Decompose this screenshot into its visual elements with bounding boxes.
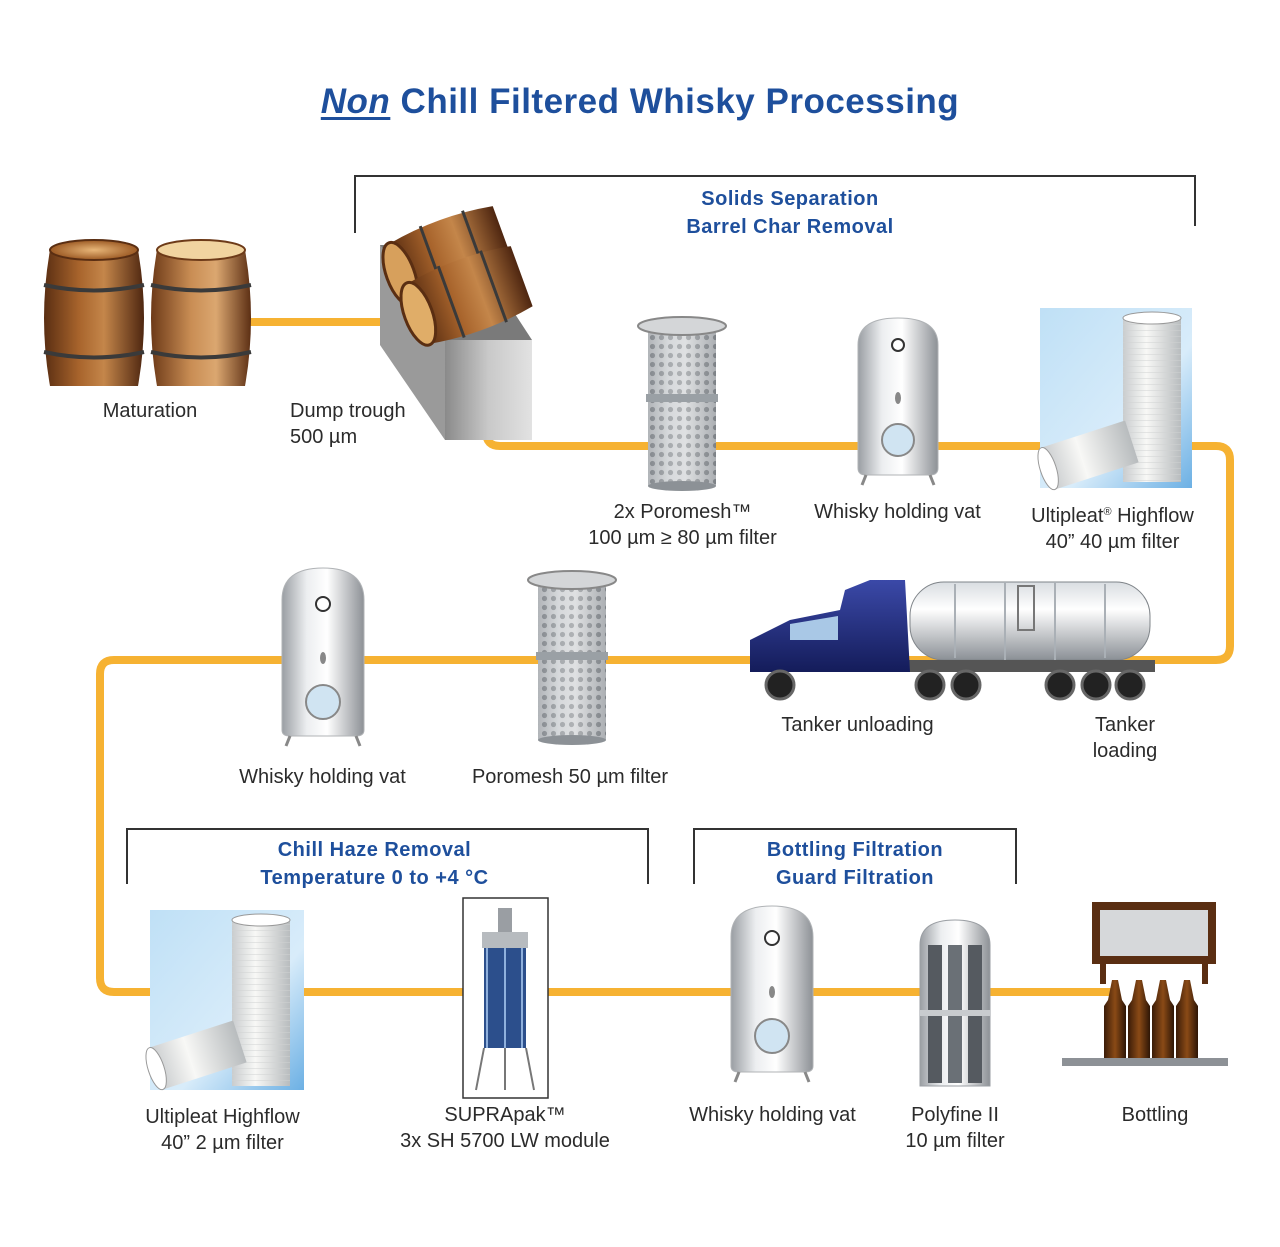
label-vat-3: Whisky holding vat [675,1102,870,1128]
label-polyfine: Polyfine II 10 µm filter [890,1102,1020,1154]
suprapak-text: SUPRApak™ [444,1104,566,1126]
dump-trough-text: Dump trough [290,400,406,422]
mesh-filter-icon-1 [637,316,727,491]
suprapak-module: 3x SH 5700 LW module [400,1130,610,1152]
title-rest: Chill Filtered Whisky Processing [390,82,960,121]
section-bottling-line1: Bottling Filtration [766,839,944,861]
mesh-filter-icon-2 [527,570,617,745]
polyfine-text: Polyfine II [911,1104,999,1126]
vat-2-text: Whisky holding vat [239,766,406,788]
polyfine-rating: 10 µm filter [905,1130,1005,1152]
section-solids-line1: Solids Separation [701,188,879,210]
poromesh-50-text: Poromesh 50 µm filter [471,766,669,788]
vat-3-text: Whisky holding vat [689,1104,856,1126]
pleated-filter-icon-2 [145,910,304,1091]
ultipleat-40-suffix: Highflow [1111,505,1194,527]
section-chill: Chill Haze Removal Temperature 0 to +4 °… [187,836,562,892]
dump-trough-icon [380,206,533,440]
registered-mark: ® [1103,506,1112,518]
label-ultipleat-2: Ultipleat Highflow 40” 2 µm filter [130,1104,315,1156]
ultipleat-2-rating: 40” 2 µm filter [161,1132,284,1154]
bracket-chill [126,828,649,884]
ultipleat-40-name: Ultipleat [1031,505,1104,527]
label-suprapak: SUPRApak™ 3x SH 5700 LW module [385,1102,625,1154]
bracket-solids [354,175,1196,233]
holding-vat-icon-3 [730,905,814,1083]
bracket-bottling [693,828,1017,884]
section-solids: Solids Separation Barrel Char Removal [560,185,1020,241]
pipe-line [96,318,1234,996]
holding-vat-icon-2 [281,567,365,747]
cartridge-housing-icon [919,919,991,1087]
section-bottling-line2: Guard Filtration [776,867,934,889]
dump-trough-size: 500 µm [290,426,358,448]
poromesh-100-rating: 100 µm ≥ 80 µm filter [588,527,777,549]
title-emphasis: Non [320,82,391,121]
holding-vat-icon-1 [857,317,939,486]
label-maturation: Maturation [60,398,240,424]
barrels-icon [43,239,252,386]
label-vat-2: Whisky holding vat [225,764,420,790]
label-vat-1: Whisky holding vat [800,499,995,525]
bottling-line-icon [1062,902,1228,1066]
tanker-truck-icon [750,580,1155,701]
vat-1-text: Whisky holding vat [814,501,981,523]
ultipleat-2-text: Ultipleat Highflow [145,1106,300,1128]
poromesh-100-text: 2x Poromesh™ [613,501,752,523]
page-title: Non Chill Filtered Whisky Processing [0,82,1280,122]
ultipleat-40-text: Ultipleat® Highflow [1005,499,1220,529]
section-chill-line2: Temperature 0 to +4 °C [260,867,489,889]
pleated-filter-icon-1 [1037,308,1192,491]
ultipleat-40-rating: 40” 40 µm filter [1045,531,1180,553]
section-chill-line1: Chill Haze Removal [277,839,472,861]
section-solids-line2: Barrel Char Removal [686,216,894,238]
section-bottling: Bottling Filtration Guard Filtration [715,836,995,892]
label-tanker-loading: Tanker loading [1070,712,1180,764]
bottling-text: Bottling [1121,1104,1189,1126]
label-poromesh-100: 2x Poromesh™ 100 µm ≥ 80 µm filter [570,499,795,551]
tanker-loading-line2: loading [1092,740,1158,762]
module-housing-icon [462,897,549,1099]
tanker-unloading-text: Tanker unloading [781,714,934,736]
tanker-loading-line1: Tanker [1094,714,1156,736]
maturation-text: Maturation [102,400,198,422]
label-poromesh-50: Poromesh 50 µm filter [455,764,685,790]
label-dump-trough: Dump trough 500 µm [290,398,440,450]
label-bottling: Bottling [1100,1102,1210,1128]
label-tanker-unloading: Tanker unloading [760,712,955,738]
